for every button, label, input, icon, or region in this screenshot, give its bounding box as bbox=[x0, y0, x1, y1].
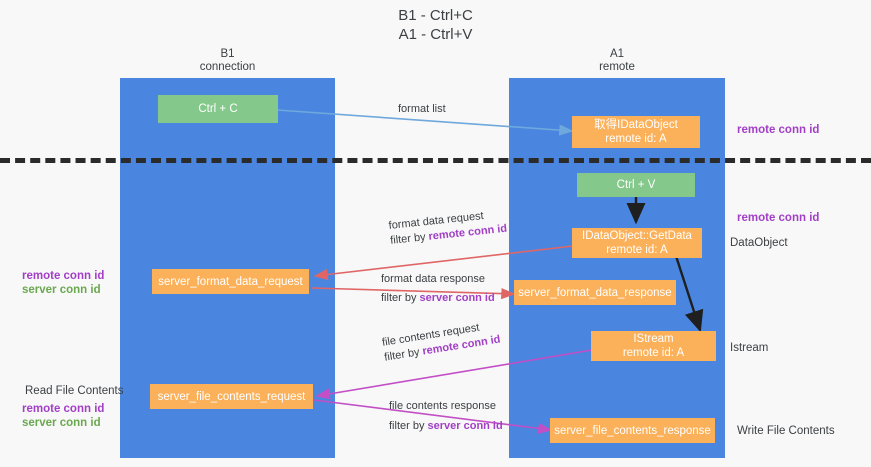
right-label-write-file-contents: Write File Contents bbox=[737, 425, 835, 437]
server-format-data-response-box[interactable]: server_format_data_response bbox=[514, 280, 676, 305]
right-label-remote-conn-id-1: remote conn id bbox=[737, 124, 820, 136]
server-format-data-request-box[interactable]: server_format_data_request bbox=[152, 269, 309, 294]
format-data-response-label-line2: filter by server conn id bbox=[381, 291, 495, 306]
file-contents-response-label: file contents response filter by server … bbox=[389, 399, 503, 434]
left-label-group-file: remote conn id server conn id bbox=[22, 402, 104, 430]
format-data-response-label: format data response filter by server co… bbox=[381, 272, 495, 306]
idataobject-getdata-box[interactable]: IDataObject::GetData remote id: A bbox=[572, 228, 702, 258]
left-label-group-format: remote conn id server conn id bbox=[22, 269, 104, 297]
file-contents-response-label-line1: file contents response bbox=[389, 400, 497, 412]
right-label-dataobject: DataObject bbox=[730, 237, 788, 249]
left-label-read-file-contents: Read File Contents bbox=[25, 385, 124, 397]
column-caption-a1: A1 remote bbox=[599, 48, 635, 73]
left-label-server-conn-id-2: server conn id bbox=[22, 417, 101, 429]
diagram-title: B1 - Ctrl+C A1 - Ctrl+V bbox=[398, 7, 473, 43]
column-caption-b1: B1 connection bbox=[199, 48, 256, 73]
file-contents-response-label-line2: filter by server conn id bbox=[389, 419, 503, 434]
format-list-label: format list bbox=[398, 102, 446, 117]
filter-accent-server-conn-id-2: server conn id bbox=[427, 420, 503, 432]
format-list-label-line1: format list bbox=[398, 103, 446, 115]
ctrl-v-box[interactable]: Ctrl + V bbox=[577, 173, 695, 197]
file-contents-request-label: file contents request filter by remote c… bbox=[381, 318, 502, 366]
format-data-response-label-line1: format data response bbox=[381, 273, 485, 285]
filter-by-text-2: filter by bbox=[381, 292, 420, 304]
ctrl-c-box[interactable]: Ctrl + C bbox=[158, 95, 278, 123]
phase-divider bbox=[0, 158, 871, 163]
right-label-remote-conn-id-2: remote conn id bbox=[737, 212, 820, 224]
left-label-server-conn-id-1: server conn id bbox=[22, 284, 101, 296]
filter-accent-server-conn-id: server conn id bbox=[419, 292, 495, 304]
istream-box[interactable]: IStream remote id: A bbox=[591, 331, 716, 361]
server-file-contents-response-box[interactable]: server_file_contents_response bbox=[550, 418, 715, 443]
right-label-istream: Istream bbox=[730, 342, 769, 354]
server-file-contents-request-box[interactable]: server_file_contents_request bbox=[150, 384, 313, 409]
format-data-request-label: format data request filter by remote con… bbox=[388, 207, 508, 249]
left-label-remote-conn-id-1: remote conn id bbox=[22, 270, 105, 282]
left-label-remote-conn-id-2: remote conn id bbox=[22, 403, 105, 415]
filter-by-text-4: filter by bbox=[389, 420, 428, 432]
filter-by-text: filter by bbox=[389, 230, 430, 247]
idataobject-box[interactable]: 取得IDataObject remote id: A bbox=[572, 116, 700, 148]
